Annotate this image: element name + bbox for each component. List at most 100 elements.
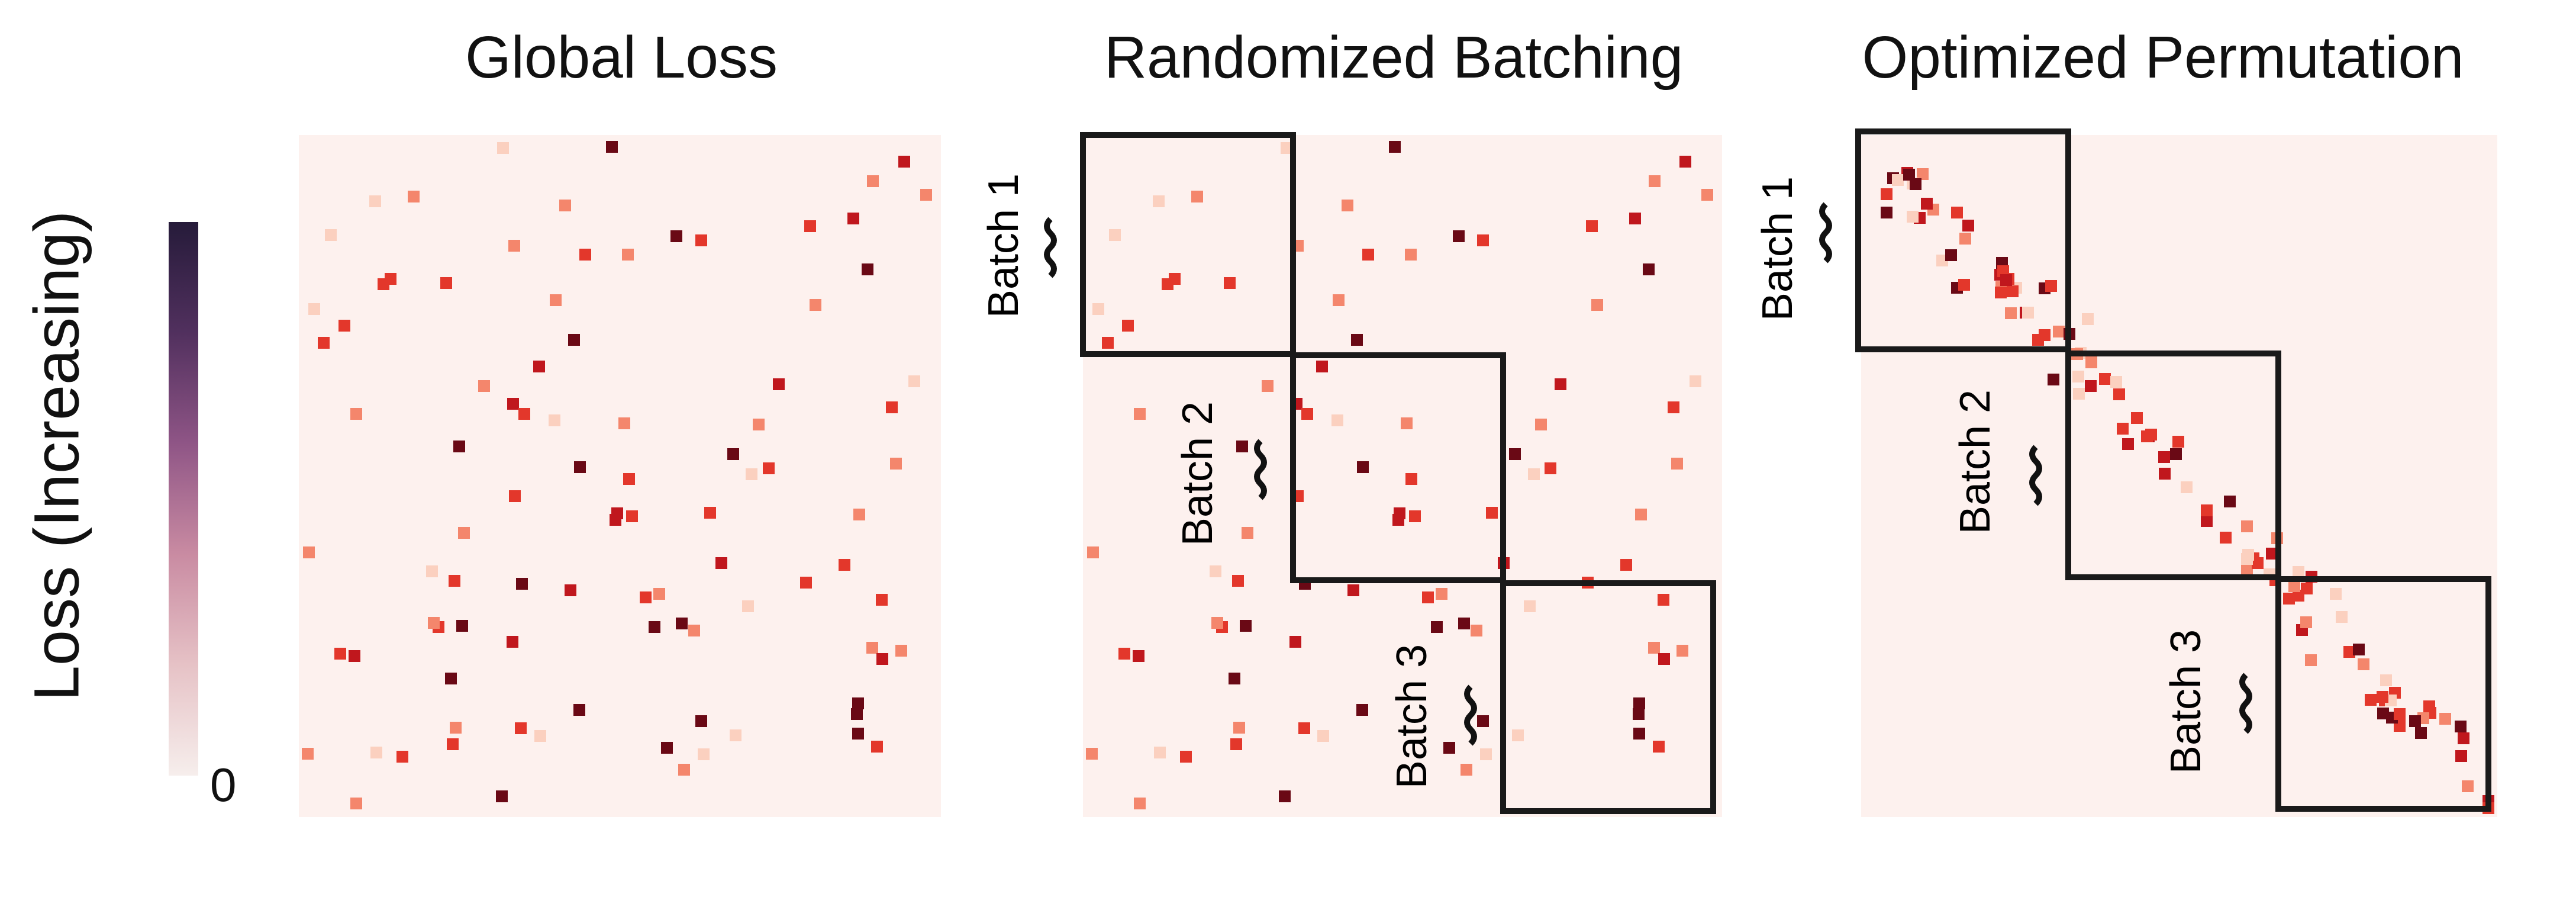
matrix-cell xyxy=(695,234,707,246)
matrix-cell xyxy=(2201,504,2213,516)
batch-label: Batch 3 xyxy=(1388,644,1436,789)
matrix-cell xyxy=(1087,546,1099,558)
matrix-cell xyxy=(661,742,673,754)
matrix-cell xyxy=(1555,378,1566,390)
matrix-cell xyxy=(456,620,468,632)
matrix-cell xyxy=(509,490,521,502)
matrix-cell xyxy=(308,303,320,315)
matrix-cell xyxy=(1405,249,1417,261)
matrix-cell xyxy=(1690,375,1701,387)
matrix-cell xyxy=(1458,618,1470,629)
brace-batch-2 xyxy=(1254,439,1267,500)
matrix-cell xyxy=(2462,780,2474,792)
matrix-cell xyxy=(1477,715,1489,727)
matrix-cell xyxy=(1453,230,1465,242)
matrix-cell xyxy=(1347,584,1359,596)
matrix-cell xyxy=(2005,307,2017,319)
matrix-cell xyxy=(2073,388,2085,400)
matrix-cell xyxy=(2220,532,2232,544)
matrix-cell xyxy=(1671,458,1683,470)
matrix-cell xyxy=(606,141,618,153)
matrix-cell xyxy=(1635,509,1647,520)
matrix-cell xyxy=(349,650,360,662)
matrix-cell xyxy=(908,375,920,387)
matrix-cell xyxy=(1917,168,1929,180)
batch-label: Batch 3 xyxy=(2162,629,2210,774)
matrix-cell xyxy=(1962,220,1974,232)
matrix-cell xyxy=(1471,625,1482,636)
matrix-cell xyxy=(1154,747,1166,758)
matrix-cell xyxy=(1422,591,1434,603)
matrix-cell xyxy=(1653,741,1665,753)
matrix-cell xyxy=(565,584,576,596)
batch-3-box xyxy=(2275,576,2491,812)
matrix-cell xyxy=(2158,451,2170,463)
matrix-cell xyxy=(715,557,727,569)
matrix-cell xyxy=(890,458,902,470)
matrix-cell xyxy=(1658,594,1669,606)
brace-batch-2 xyxy=(2029,445,2042,506)
matrix-cell xyxy=(507,636,518,648)
matrix-cell xyxy=(742,600,754,612)
matrix-cell xyxy=(2159,468,2171,480)
matrix-cell xyxy=(895,645,907,657)
matrix-cell xyxy=(1668,401,1679,413)
matrix-cell xyxy=(2300,616,2312,628)
matrix-cell xyxy=(2099,373,2111,385)
matrix-cell xyxy=(1958,279,1970,291)
matrix-cell xyxy=(579,249,591,261)
matrix-cell xyxy=(847,213,859,224)
matrix-cell xyxy=(2283,593,2295,605)
matrix-cell xyxy=(1881,188,1892,200)
matrix-cell xyxy=(1230,738,1242,750)
batch-label: Batch 2 xyxy=(1174,401,1221,546)
matrix-cell xyxy=(727,448,739,460)
matrix-cell xyxy=(2048,374,2059,385)
matrix-cell xyxy=(853,509,865,520)
matrix-cell xyxy=(2085,380,2097,392)
matrix-cell xyxy=(2241,520,2253,532)
batch-2-box xyxy=(1290,352,1506,583)
matrix-cell xyxy=(1281,142,1292,154)
matrix-cell xyxy=(2045,280,2057,292)
matrix-cell xyxy=(2007,285,2019,297)
matrix-cell xyxy=(2301,583,2313,594)
matrix-cell xyxy=(1995,287,2007,298)
matrix-cell xyxy=(497,142,509,154)
matrix-cell xyxy=(2336,611,2348,623)
matrix-cell xyxy=(852,697,864,709)
matrix-cell xyxy=(1443,742,1455,754)
matrix-cell xyxy=(1620,559,1632,571)
matrix-cell xyxy=(573,704,585,716)
matrix-cell xyxy=(746,468,757,480)
matrix-cell xyxy=(1535,419,1547,430)
matrix-cell xyxy=(1892,174,1904,186)
matrix-cell xyxy=(773,378,785,390)
matrix-cell xyxy=(753,419,765,430)
matrix-cell xyxy=(649,621,660,633)
matrix-cell xyxy=(445,673,457,684)
matrix-cell xyxy=(515,722,527,734)
matrix-cell xyxy=(670,230,682,242)
matrix-cell xyxy=(622,249,634,261)
matrix-cell xyxy=(1362,249,1374,261)
matrix-cell xyxy=(1677,645,1688,657)
matrix-cell xyxy=(1102,337,1114,349)
matrix-cell xyxy=(1461,764,1472,776)
matrix-cell xyxy=(1512,729,1524,741)
matrix-cell xyxy=(2439,713,2451,725)
global-loss-matrix xyxy=(299,135,941,817)
matrix-cell xyxy=(1210,565,1221,577)
matrix-cell xyxy=(698,748,710,760)
matrix-cell xyxy=(763,462,775,474)
matrix-cell xyxy=(1401,417,1413,429)
matrix-cell xyxy=(1649,175,1661,187)
matrix-cell xyxy=(867,175,879,187)
matrix-cell xyxy=(2022,307,2034,319)
matrix-cell xyxy=(2305,654,2317,666)
matrix-cell xyxy=(2000,274,2012,286)
matrix-cell xyxy=(325,229,337,241)
matrix-cell xyxy=(1392,514,1404,526)
